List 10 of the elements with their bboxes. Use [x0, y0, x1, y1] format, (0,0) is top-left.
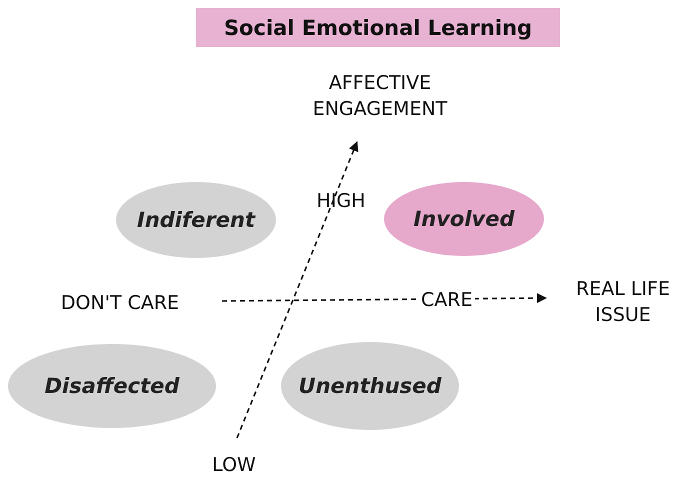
quadrant-label: Unenthused	[298, 374, 442, 398]
quadrant-label: Disaffected	[44, 374, 180, 398]
axis-title: AFFECTIVE ENGAGEMENT	[312, 71, 448, 122]
quadrant-label: Indiferent	[137, 208, 255, 232]
axis-end-label: DON'T CARE	[60, 291, 180, 316]
axis-end-label: LOW	[211, 453, 257, 478]
axis-end-label: HIGH	[316, 189, 366, 214]
axis-title: REAL LIFE ISSUE	[575, 277, 671, 328]
title-banner: Social Emotional Learning	[196, 8, 560, 47]
quadrant-label: Involved	[413, 207, 515, 231]
